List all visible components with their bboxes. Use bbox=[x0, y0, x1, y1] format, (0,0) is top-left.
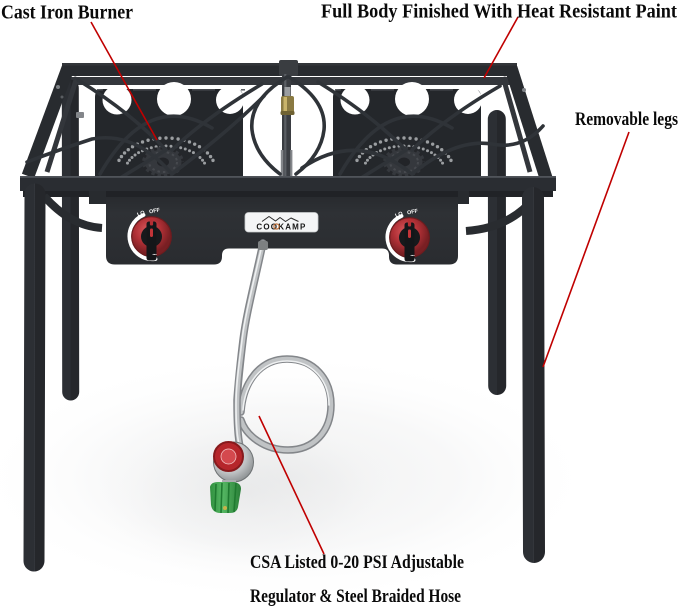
svg-text:•••: ••• bbox=[153, 252, 158, 257]
svg-text:Full Body Finished With Heat R: Full Body Finished With Heat Resistant P… bbox=[321, 0, 677, 22]
svg-text:OFF: OFF bbox=[149, 207, 161, 215]
svg-text:COOKAMP: COOKAMP bbox=[256, 223, 306, 232]
svg-text:OFF: OFF bbox=[407, 208, 419, 216]
svg-text:Cast Iron Burner: Cast Iron Burner bbox=[1, 2, 133, 24]
svg-text:Regulator & Steel Braided Hose: Regulator & Steel Braided Hose bbox=[250, 586, 461, 606]
svg-text:CSA Listed 0-20 PSI Adjustable: CSA Listed 0-20 PSI Adjustable bbox=[250, 552, 464, 573]
svg-text:Removable legs: Removable legs bbox=[575, 109, 678, 130]
svg-text:LO: LO bbox=[395, 211, 405, 220]
svg-text:•••: ••• bbox=[411, 253, 416, 258]
svg-text:LO: LO bbox=[137, 210, 147, 219]
